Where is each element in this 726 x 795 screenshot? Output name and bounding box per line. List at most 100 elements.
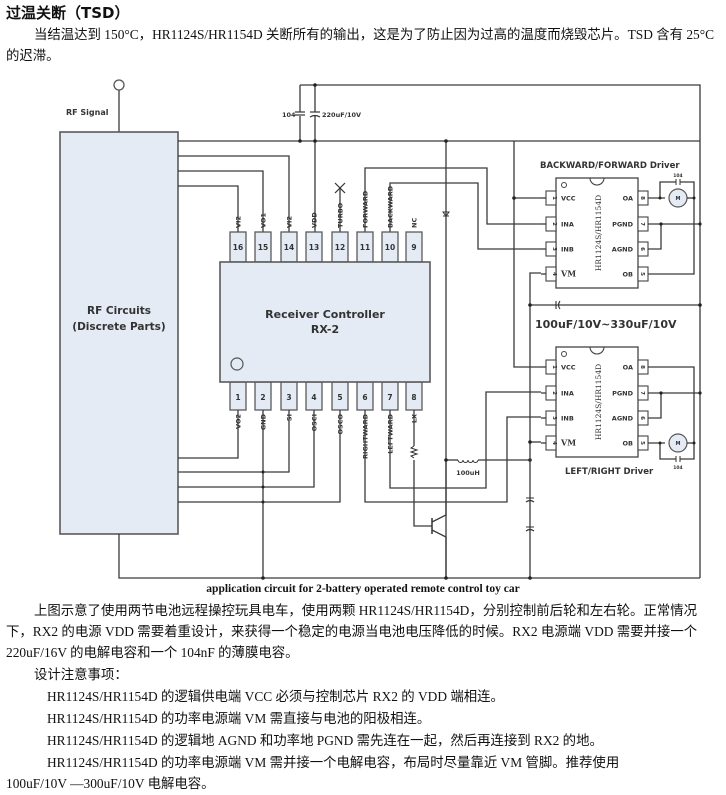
section-heading: 过温关断（TSD）: [6, 4, 130, 22]
svg-text:PGND: PGND: [612, 221, 634, 229]
svg-text:INA: INA: [561, 390, 574, 398]
rf-circuits-block: [59, 131, 179, 535]
pin-number: 9: [411, 243, 416, 252]
controller-label-line2: RX-2: [311, 323, 339, 336]
pin-name: VI2: [286, 216, 294, 228]
svg-text:M: M: [676, 441, 681, 447]
svg-text:INB: INB: [561, 246, 574, 254]
svg-text:7: 7: [639, 391, 645, 395]
svg-text:AGND: AGND: [612, 246, 634, 254]
svg-text:VCC: VCC: [561, 364, 576, 372]
pin-name: BACKWARD: [387, 185, 395, 228]
svg-text:AGND: AGND: [612, 415, 634, 423]
svg-text:2: 2: [551, 222, 557, 226]
note-item: HR1124S/HR1154D 的逻辑供电端 VCC 必须与控制芯片 RX2 的…: [47, 689, 504, 704]
pin-number: 3: [286, 393, 291, 402]
controller-pin-10: 10 BACKWARD: [381, 185, 399, 263]
note-item-continuation: 100uF/10V —300uF/10V 电解电容。: [6, 776, 215, 791]
pin-number: 12: [335, 243, 345, 252]
cap-104-label: 104: [282, 111, 296, 119]
figure-caption: application circuit for 2-battery operat…: [206, 583, 520, 595]
svg-text:INB: INB: [561, 415, 574, 423]
wire-vi2-16: [178, 185, 239, 263]
pin-number: 11: [360, 243, 370, 252]
wire-leftward: [389, 391, 541, 489]
pin-number: 15: [258, 243, 268, 252]
ground-rail: [118, 534, 700, 579]
pin-number: 2: [260, 393, 265, 402]
antenna-icon: [113, 79, 125, 91]
controller-pin-9: 9 NC: [405, 218, 423, 263]
wire-vi2-14: [178, 155, 290, 263]
inductor-label: 100uH: [456, 469, 480, 477]
svg-text:2: 2: [551, 391, 557, 395]
svg-text:PGND: PGND: [612, 390, 634, 398]
note-item: HR1124S/HR1154D 的逻辑地 AGND 和功率地 PGND 需先连在…: [47, 733, 603, 748]
svg-text:OB: OB: [623, 271, 634, 279]
svg-text:INA: INA: [561, 221, 574, 229]
svg-text:M: M: [676, 196, 681, 202]
cap-220uf-label: 220uF/10V: [322, 111, 361, 119]
note-item: HR1124S/HR1154D 的功率电源端 VM 需直接与电池的阳极相连。: [47, 711, 431, 726]
svg-text:1: 1: [551, 365, 557, 369]
svg-text:1: 1: [551, 196, 557, 200]
svg-text:8: 8: [639, 196, 645, 200]
wire-rightward: [364, 410, 541, 503]
pin-name: FORWARD: [362, 190, 370, 228]
pin-number: 6: [362, 393, 367, 402]
pin-name: VO1: [260, 213, 268, 228]
svg-text:8: 8: [639, 365, 645, 369]
svg-text:104: 104: [673, 173, 682, 179]
controller-pin-13: 13 VDD: [305, 212, 323, 263]
wire-vcc-top: [513, 141, 541, 199]
controller-pin-11: 11 FORWARD: [356, 190, 374, 263]
controller-pin-15: 15 VO1: [254, 213, 272, 263]
svg-text:104: 104: [673, 465, 682, 471]
driver-bottom-title: LEFT/RIGHT Driver: [565, 467, 654, 477]
controller-label-line1: Receiver Controller: [265, 308, 385, 321]
notes-title: 设计注意事项：: [34, 667, 128, 682]
svg-text:6: 6: [639, 416, 645, 420]
svg-text:6: 6: [639, 247, 645, 251]
circuit-schematic: RF Signal RF Circuits (Discrete Parts) 1…: [59, 79, 702, 580]
note-item: HR1124S/HR1154D 的功率电源端 VM 需并接一个电解电容，布局时尽…: [47, 755, 620, 770]
battery-positive-rail: [300, 84, 701, 578]
svg-text:5: 5: [639, 441, 645, 445]
svg-text:OB: OB: [623, 440, 634, 448]
rf-block-label-line2: (Discrete Parts): [72, 321, 165, 333]
rf-block-label-line1: RF Circuits: [87, 305, 151, 317]
pin-number: 8: [411, 393, 416, 402]
pin-name: NC: [411, 218, 419, 228]
svg-text:3: 3: [551, 247, 557, 251]
svg-text:3: 3: [551, 416, 557, 420]
pin-number: 13: [309, 243, 319, 252]
wire-si: [178, 410, 290, 473]
pin-number: 14: [284, 243, 294, 252]
svg-text:4: 4: [551, 272, 557, 276]
wire-backward: [389, 182, 541, 263]
intro-paragraph: 当结温达到 150°C，HR1124S/HR1154D 关断所有的输出，这是为了…: [6, 27, 715, 63]
wire-vo2: [178, 410, 239, 459]
pin-number: 7: [387, 393, 392, 402]
receiver-controller-block: [219, 261, 431, 383]
svg-text:VM: VM: [560, 269, 576, 279]
pin-number: 10: [385, 243, 395, 252]
pin-name: VDD: [311, 212, 319, 228]
rf-signal-label: RF Signal: [66, 108, 109, 117]
controller-pin-12: 12 TURBO: [331, 202, 349, 263]
svg-text:VCC: VCC: [561, 195, 576, 203]
pin-number: 5: [337, 393, 342, 402]
wire-forward: [364, 167, 541, 263]
pin-number: 16: [233, 243, 243, 252]
wire-vcc-bottom: [513, 198, 541, 368]
vm-cap-label: 100uF/10V~330uF/10V: [535, 318, 677, 331]
controller-pin-14: 14 VI2: [280, 216, 298, 263]
svg-text:5: 5: [639, 272, 645, 276]
svg-text:4: 4: [551, 441, 557, 445]
wire-vo1-15: [178, 170, 264, 263]
driver-top-title: BACKWARD/FORWARD Driver: [540, 161, 680, 171]
pin-name: TURBO: [337, 202, 345, 228]
